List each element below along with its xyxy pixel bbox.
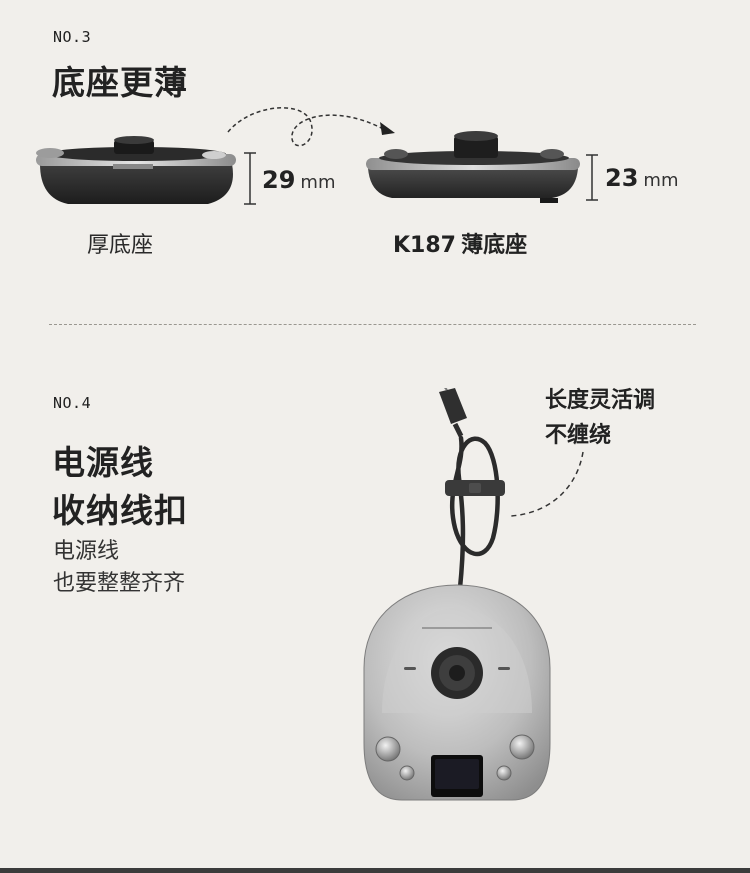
page-bottom-bar — [0, 868, 750, 873]
thin-base-caption: K187 薄底座 — [393, 227, 527, 259]
thin-base-image — [366, 131, 580, 203]
section-title-4-line2: 收纳线扣 — [52, 491, 188, 530]
thin-base-model: K187 — [393, 233, 456, 258]
section-divider — [49, 324, 696, 325]
section-title-4-line1: 电源线 — [52, 443, 154, 482]
section-desc-line2: 也要整整齐齐 — [53, 571, 186, 596]
callout-pointer — [510, 451, 584, 517]
power-cord-image — [439, 388, 505, 591]
thin-base-height-value: 23 — [605, 164, 639, 192]
kettle-base-top-view — [363, 584, 551, 801]
section-title-3: 底座更薄 — [52, 63, 188, 102]
thick-base-image — [36, 136, 236, 204]
section-number-4: NO.4 — [53, 394, 92, 412]
height-marker-right — [586, 154, 598, 201]
thick-base-height-value: 29 — [262, 166, 296, 194]
comparison-arrow — [227, 107, 395, 147]
callout-line2: 不缠绕 — [545, 423, 612, 448]
thick-base-height-unit: mm — [300, 172, 336, 193]
thick-base-caption: 厚底座 — [87, 233, 154, 258]
section-desc-line1: 电源线 — [53, 539, 120, 564]
height-marker-left — [244, 152, 256, 205]
callout-line1: 长度灵活调 — [545, 388, 656, 413]
thin-base-caption-text: 薄底座 — [461, 233, 528, 258]
thin-base-height-unit: mm — [643, 170, 679, 191]
section-number-3: NO.3 — [53, 28, 92, 46]
